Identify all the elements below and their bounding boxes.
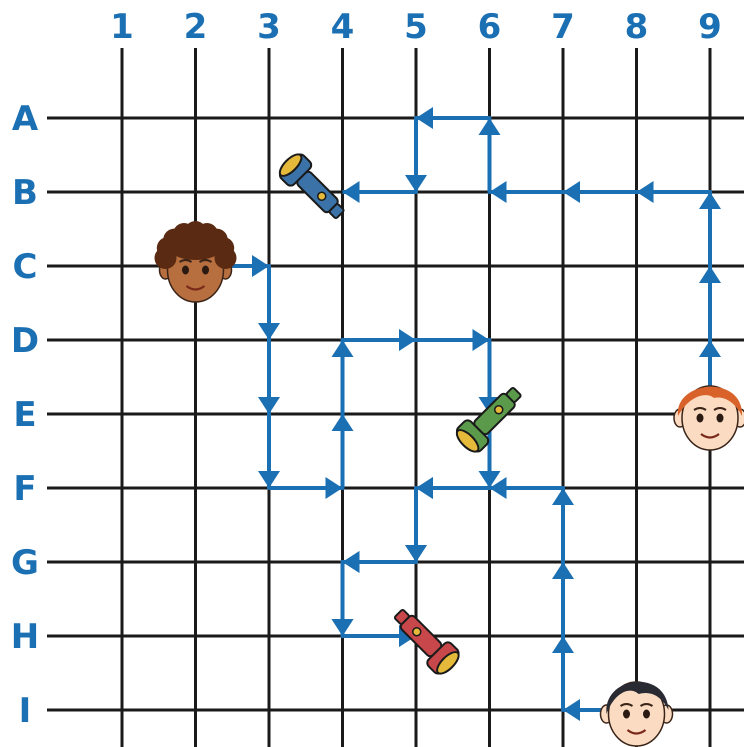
arrow-head — [332, 619, 354, 636]
arrow-head — [332, 340, 354, 357]
arrow-head — [552, 562, 574, 579]
red-flashlight-icon — [387, 602, 463, 678]
column-label-2: 2 — [184, 7, 208, 47]
boy-black-hair-avatar — [601, 682, 673, 746]
row-label-G: G — [11, 543, 39, 583]
arrow-head — [252, 255, 269, 277]
arrow-head — [399, 329, 416, 351]
arrow-head — [479, 118, 501, 135]
path-boy-curly-hair-to-red-flashlight — [196, 255, 501, 647]
column-label-4: 4 — [331, 7, 355, 47]
row-label-B: B — [12, 173, 38, 213]
arrow-head — [552, 488, 574, 505]
arrow-head — [563, 699, 580, 721]
arrow-head — [699, 192, 721, 209]
arrow-head — [552, 636, 574, 653]
arrow-head — [343, 181, 360, 203]
column-label-3: 3 — [257, 7, 281, 47]
blue-flashlight-icon — [275, 150, 351, 226]
arrow-head — [326, 477, 343, 499]
arrow-head — [490, 181, 507, 203]
arrow-head — [343, 551, 360, 573]
arrow-head — [258, 397, 280, 414]
arrow-head — [258, 323, 280, 340]
row-label-H: H — [11, 617, 39, 657]
arrow-head — [699, 266, 721, 283]
grid-lines — [47, 48, 744, 747]
arrow-head — [473, 329, 490, 351]
column-label-9: 9 — [698, 7, 722, 47]
boy-orange-hair-avatar — [674, 386, 744, 450]
path-boy-black-hair-to-green-flashlight — [332, 477, 637, 721]
row-label-A: A — [12, 99, 39, 139]
arrow-head — [405, 545, 427, 562]
arrow-head — [416, 107, 433, 129]
column-label-5: 5 — [404, 7, 428, 47]
row-label-F: F — [13, 469, 36, 509]
row-label-E: E — [13, 395, 36, 435]
column-label-6: 6 — [478, 7, 502, 47]
arrow-head — [563, 181, 580, 203]
arrow-head — [637, 181, 654, 203]
arrow-head — [699, 340, 721, 357]
arrow-head — [258, 471, 280, 488]
row-label-C: C — [13, 247, 38, 287]
arrow-head — [405, 175, 427, 192]
column-label-7: 7 — [551, 7, 575, 47]
column-labels: 1 2 3 4 5 6 7 8 9 — [110, 7, 722, 47]
column-label-1: 1 — [110, 7, 134, 47]
row-label-D: D — [11, 321, 39, 361]
row-label-I: I — [19, 691, 32, 731]
arrow-head — [332, 414, 354, 431]
arrow-head — [416, 477, 433, 499]
path-boy-orange-hair-to-blue-flashlight — [343, 107, 722, 414]
boy-curly-hair-avatar — [155, 221, 237, 302]
column-label-8: 8 — [625, 7, 649, 47]
